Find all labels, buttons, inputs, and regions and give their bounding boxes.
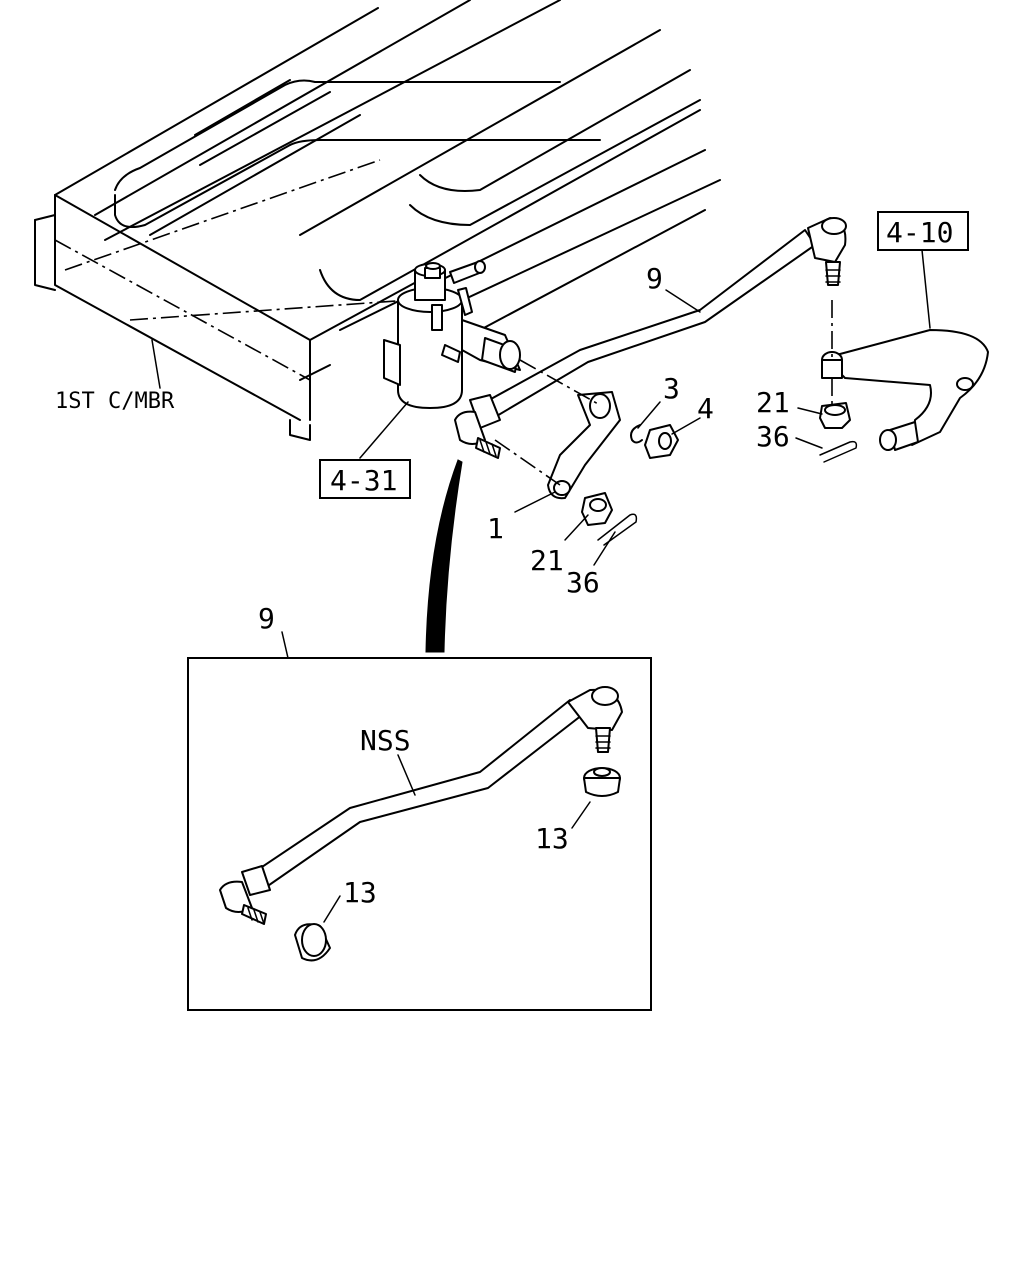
label-drag-link: 9 bbox=[646, 262, 663, 295]
cotter-pin-rear bbox=[819, 440, 858, 463]
label-detail-boot-right: 13 bbox=[535, 822, 569, 855]
label-castle-nut-front: 21 bbox=[530, 544, 564, 577]
label-cotter-pin-rear: 36 bbox=[756, 420, 790, 453]
label-detail-boot-left: 13 bbox=[343, 876, 377, 909]
label-pitman-arm: 1 bbox=[487, 512, 504, 545]
label-castle-nut-rear: 21 bbox=[756, 386, 790, 419]
knuckle-arm bbox=[821, 300, 989, 451]
steering-gear bbox=[383, 260, 521, 409]
label-nut: 4 bbox=[697, 392, 714, 425]
ref-box-steering-gear bbox=[319, 459, 411, 499]
label-detail-nss: NSS bbox=[360, 724, 411, 757]
washer bbox=[630, 424, 643, 444]
labels: 1ST C/MBR 4-31 4-10 9 1 3 4 21 36 21 36 … bbox=[55, 211, 969, 909]
label-cotter-pin-front: 36 bbox=[566, 566, 600, 599]
castle-nut-rear bbox=[819, 402, 851, 429]
detail-box bbox=[187, 657, 652, 1011]
detail-pointer-arrow bbox=[425, 459, 463, 653]
label-first-crossmember: 1ST C/MBR bbox=[55, 389, 175, 414]
castle-nut-lower bbox=[581, 492, 613, 526]
label-steering-gear-ref[interactable]: 4-31 bbox=[330, 464, 397, 497]
label-washer: 3 bbox=[663, 372, 680, 405]
label-detail-drag-link: 9 bbox=[258, 602, 275, 635]
frame-crossmember bbox=[34, 0, 721, 441]
nut bbox=[644, 424, 679, 459]
pitman-arm bbox=[494, 359, 621, 500]
cotter-pin-lower bbox=[597, 513, 638, 546]
ref-box-knuckle-arm bbox=[877, 211, 969, 251]
label-knuckle-arm-ref[interactable]: 4-10 bbox=[886, 216, 953, 249]
drag-link bbox=[454, 217, 847, 459]
leader-lines bbox=[151, 249, 931, 659]
